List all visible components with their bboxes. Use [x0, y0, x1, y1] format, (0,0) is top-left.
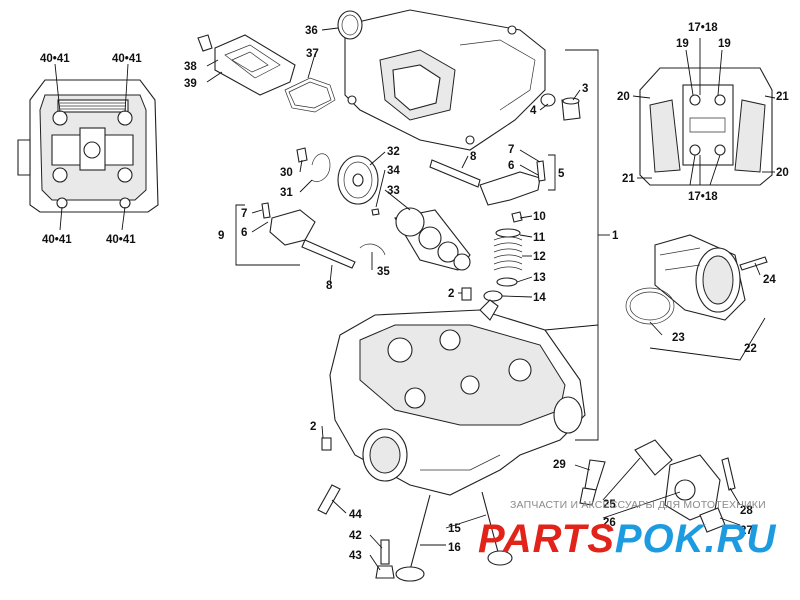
callout-7: 7	[508, 144, 514, 156]
callout-6: 6	[241, 227, 247, 239]
callout-19: 19	[718, 38, 731, 50]
callout-1: 1	[612, 230, 619, 242]
camshaft-33	[394, 207, 471, 271]
callout-27: 27	[740, 525, 753, 537]
bolt-28	[721, 457, 736, 491]
circlip-35	[359, 243, 386, 256]
callout-20: 20	[617, 91, 630, 103]
callout-9: 9	[218, 230, 224, 242]
callout-7: 7	[241, 208, 247, 220]
gasket-37	[284, 77, 336, 113]
inset-head-top-view	[17, 63, 159, 231]
cam-sprocket-32	[337, 155, 379, 205]
callout-21: 21	[776, 91, 789, 103]
callout-39: 39	[184, 78, 197, 90]
rocker-shaft-8-upper	[429, 159, 481, 188]
callout-17-18: 17•18	[688, 191, 718, 203]
callout-13: 13	[533, 272, 546, 284]
bolt-24	[739, 256, 768, 271]
callout-4: 4	[530, 105, 537, 117]
callout-33: 33	[387, 185, 400, 197]
leader-lines	[206, 27, 766, 571]
callout-32: 32	[387, 146, 400, 158]
valve-cover	[344, 9, 546, 151]
chain-guide-31	[311, 153, 331, 182]
inset-head-front-view	[632, 38, 776, 186]
callout-26: 26	[603, 517, 616, 529]
callout-2: 2	[310, 421, 316, 433]
intake-boot-22	[654, 234, 746, 321]
callout-20: 20	[776, 167, 789, 179]
callout-30: 30	[280, 167, 293, 179]
watermark-tagline: ЗАПЧАСТИ И АКСЕССУАРЫ ДЛЯ МОТОТЕХНИКИ	[510, 499, 766, 511]
stud-44	[317, 484, 341, 515]
gasket-25	[634, 439, 673, 476]
nut-43	[375, 565, 395, 579]
callout-34: 34	[387, 165, 400, 177]
bolt-30	[296, 147, 308, 163]
callout-40-41: 40•41	[106, 234, 136, 246]
watermark: ЗАПЧАСТИ И АКСЕССУАРЫ ДЛЯ МОТОТЕХНИКИ PA…	[478, 499, 777, 561]
callout-14: 14	[533, 292, 546, 304]
callout-8: 8	[470, 151, 477, 163]
callout-21: 21	[622, 173, 635, 185]
bolt-38	[197, 34, 213, 52]
rocker-arm-5	[479, 171, 541, 206]
callout-16: 16	[448, 542, 461, 554]
callout-28: 28	[740, 505, 753, 517]
callout-44: 44	[349, 509, 362, 521]
callout-10: 10	[533, 211, 546, 223]
rocker-arm-9	[269, 209, 316, 246]
callout-38: 38	[184, 61, 197, 73]
callout-40-41: 40•41	[40, 53, 70, 65]
dowel-2-upper	[461, 287, 472, 301]
callout-2: 2	[448, 288, 454, 300]
o-ring-23	[625, 287, 675, 325]
callout-40-41: 40•41	[112, 53, 142, 65]
callout-5: 5	[558, 168, 565, 180]
breather-cover-39	[214, 34, 296, 96]
dowel-2-lower	[321, 437, 332, 451]
watermark-brand-part2: POK.RU	[615, 517, 777, 561]
callout-6: 6	[508, 160, 514, 172]
stud-42	[380, 539, 390, 565]
callout-24: 24	[763, 274, 776, 286]
o-ring-4	[540, 93, 556, 107]
callout-42: 42	[349, 530, 362, 542]
cylinder-head	[329, 299, 586, 496]
callout-35: 35	[377, 266, 390, 278]
valve-16	[395, 494, 431, 582]
watermark-brand: PARTSPOK.RU	[478, 517, 777, 561]
callout-37: 37	[306, 48, 319, 60]
callout-22: 22	[744, 343, 757, 355]
callout-43: 43	[349, 550, 362, 562]
callout-labels: 1 2 2 3 4 5 6 6 7 7 8 8 9 10 11 12 13 14…	[40, 22, 789, 562]
callout-3: 3	[582, 83, 588, 95]
pin-34	[371, 208, 380, 216]
callout-17-18: 17•18	[688, 22, 718, 34]
callout-11: 11	[533, 232, 546, 244]
callout-15: 15	[448, 523, 461, 535]
valve-spring-assembly	[483, 211, 523, 302]
thermostat-housing-26	[664, 454, 726, 533]
rocker-shaft-8-lower	[301, 239, 356, 269]
callout-29: 29	[553, 459, 566, 471]
callout-40-41: 40•41	[42, 234, 72, 246]
spark-plug-29	[579, 459, 606, 506]
callout-12: 12	[533, 251, 546, 263]
callout-36: 36	[305, 25, 318, 37]
valve-15	[481, 491, 513, 566]
callout-23: 23	[672, 332, 685, 344]
callout-19: 19	[676, 38, 689, 50]
watermark-brand-part1: PARTS	[478, 517, 615, 561]
callout-25: 25	[603, 499, 616, 511]
callout-8: 8	[326, 280, 333, 292]
callout-31: 31	[280, 187, 293, 199]
